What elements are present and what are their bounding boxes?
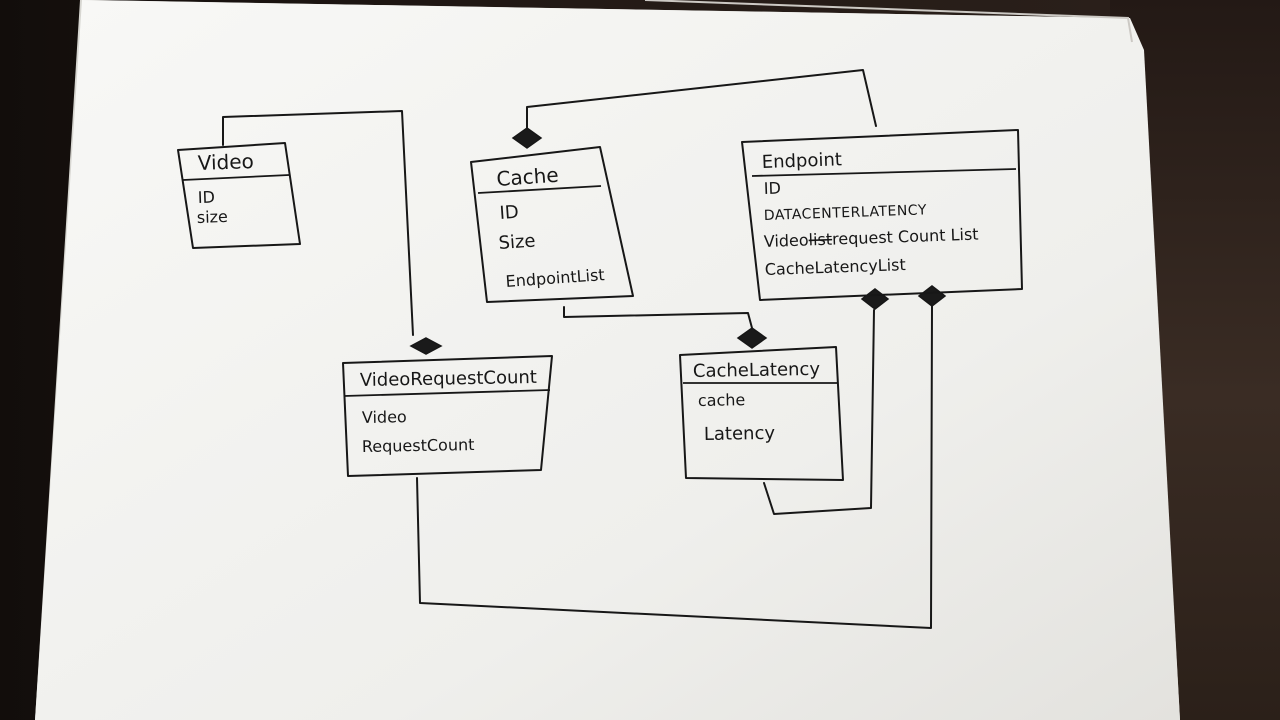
endpoint-attr-cachelatencylist: CacheLatencyList	[764, 255, 906, 279]
video-attr-id: ID	[197, 187, 215, 207]
endpoint-box	[741, 129, 1023, 301]
endpoint-class: Endpoint ID DATACENTERLATENCY Videolistr…	[741, 129, 1023, 301]
video-attr-size: size	[196, 207, 228, 227]
endpoint-attr-datacenterlatency: DATACENTERLATENCY	[764, 202, 928, 224]
videorequestcount-attr-requestcount: RequestCount	[362, 435, 475, 456]
cachelatency-attr-latency: Latency	[704, 423, 776, 445]
videorequestcount-class: VideoRequestCount Video RequestCount	[342, 355, 553, 477]
cache-box	[470, 146, 634, 303]
video-box	[177, 142, 301, 249]
videorequestcount-divider	[343, 389, 551, 397]
cache-divider	[477, 185, 602, 194]
video-title: Video	[197, 149, 254, 175]
cache-attr-size: Size	[498, 230, 536, 254]
video-to-videorequestcount-line	[222, 110, 414, 336]
cache-diamond	[511, 127, 543, 149]
paper-sheet	[35, 0, 1180, 720]
video-class: Video ID size	[177, 142, 301, 249]
endpoint-title: Endpoint	[761, 149, 842, 173]
endpoint-divider	[751, 168, 1017, 177]
cachelatency-class: CacheLatency cache Latency	[679, 346, 844, 481]
endpoint-to-videorequestcount-line	[416, 305, 933, 629]
cachelatency-box	[679, 346, 844, 481]
cachelatency-diamond	[736, 327, 768, 349]
endpoint-to-cachelatency-line	[763, 309, 875, 515]
cachelatency-attr-cache: cache	[698, 390, 746, 410]
cache-title: Cache	[496, 163, 560, 191]
endpoint-attr-id: ID	[763, 178, 781, 198]
paper-top-edge	[644, 0, 1133, 43]
videorequestcount-box	[342, 355, 553, 477]
videorequestcount-diamond	[409, 337, 443, 355]
cachelatency-title: CacheLatency	[693, 359, 821, 382]
videorequestcount-attr-video: Video	[362, 407, 407, 427]
cache-attr-id: ID	[499, 202, 520, 224]
video-divider	[182, 174, 290, 181]
videorequestcount-title: VideoRequestCount	[360, 367, 537, 391]
endpoint-attr-strikethrough-word: list	[808, 230, 832, 250]
endpoint-attr-video-prefix: Video	[763, 230, 808, 251]
cache-to-endpoint-line	[526, 69, 877, 129]
cache-to-cachelatency-line	[563, 306, 753, 329]
